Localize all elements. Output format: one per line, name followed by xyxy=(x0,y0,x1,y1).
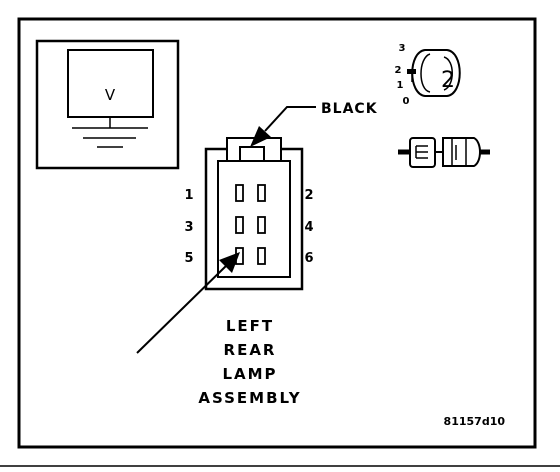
key-position-0: 0 xyxy=(403,96,410,107)
figure-reference: 81157d10 xyxy=(444,415,506,428)
black-wire-arrow xyxy=(250,106,316,147)
probe-arrow xyxy=(136,252,240,354)
voltmeter-icon xyxy=(35,39,180,170)
ignition-key-icon xyxy=(407,49,461,97)
pin-label-5: 5 xyxy=(184,251,193,266)
pin-label-1: 1 xyxy=(184,188,193,203)
figure-frame xyxy=(17,17,537,449)
key-setting: 2 xyxy=(441,68,455,93)
connector-pin-4 xyxy=(257,216,266,234)
key-position-3: 3 xyxy=(399,43,406,54)
wire-color-callout: BLACK xyxy=(321,101,378,117)
connector-icon xyxy=(398,137,490,168)
pin-label-3: 3 xyxy=(184,220,193,235)
component-label-line-1: LEFT xyxy=(226,317,274,335)
component-label-line-3: LAMP xyxy=(222,365,277,383)
pin-label-4: 4 xyxy=(304,220,313,235)
connector-pin-3 xyxy=(235,216,244,234)
connector-face xyxy=(204,137,304,291)
connector-pin-2 xyxy=(257,184,266,202)
key-position-1: 1 xyxy=(397,80,404,91)
connector-pin-1 xyxy=(235,184,244,202)
connector-pin-6 xyxy=(257,247,266,265)
voltmeter-symbol: V xyxy=(105,86,116,104)
pin-label-6: 6 xyxy=(304,251,313,266)
component-label-line-4: ASSEMBLY xyxy=(198,389,301,407)
component-label-line-2: REAR xyxy=(224,341,277,359)
pin-label-2: 2 xyxy=(304,188,313,203)
key-position-2: 2 xyxy=(395,65,402,76)
